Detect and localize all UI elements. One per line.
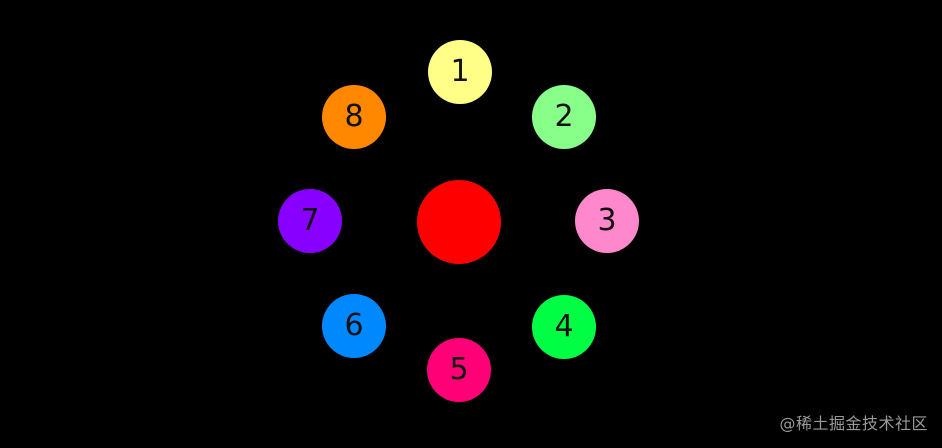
watermark-text: @稀土掘金技术社区 bbox=[779, 414, 928, 433]
orbit-button-8[interactable]: 8 bbox=[322, 85, 386, 149]
orbit-button-2[interactable]: 2 bbox=[532, 85, 596, 149]
orbit-button-label: 1 bbox=[450, 54, 470, 89]
orbit-button-label: 5 bbox=[449, 352, 469, 387]
orbit-button-6[interactable]: 6 bbox=[322, 294, 386, 358]
orbit-button-label: 4 bbox=[554, 309, 574, 344]
orbit-button-label: 6 bbox=[344, 308, 364, 343]
orbit-button-label: 8 bbox=[344, 99, 364, 134]
orbit-button-label: 7 bbox=[300, 203, 320, 238]
orbit-button-4[interactable]: 4 bbox=[532, 295, 596, 359]
orbit-button-3[interactable]: 3 bbox=[575, 189, 639, 253]
orbit-button-label: 2 bbox=[554, 99, 574, 134]
orbit-button-1[interactable]: 1 bbox=[428, 40, 492, 104]
orbit-button-5[interactable]: 5 bbox=[427, 338, 491, 402]
orbit-button-7[interactable]: 7 bbox=[278, 189, 342, 253]
orbit-button-label: 3 bbox=[597, 203, 617, 238]
center-red-circle[interactable] bbox=[417, 180, 501, 264]
